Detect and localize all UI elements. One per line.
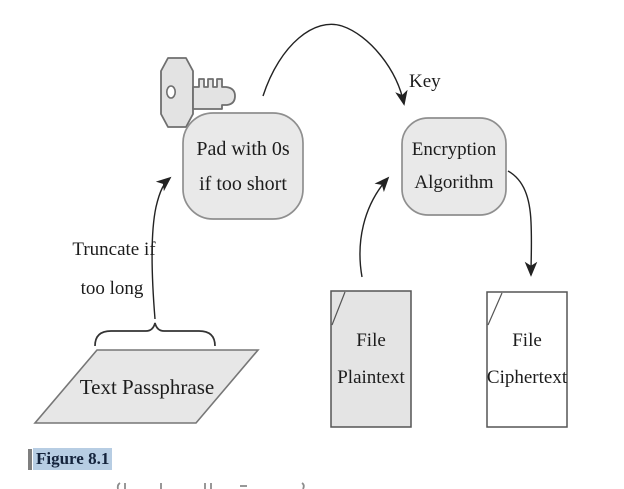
plaintext-doc: File Plaintext	[330, 290, 412, 428]
truncate-label-line1: Truncate if	[72, 239, 156, 260]
brace	[94, 322, 216, 347]
figure-caption: Figure 8.1	[28, 448, 113, 470]
key-arrow-label: Key	[409, 71, 441, 92]
ciphertext-label-line2: Ciphertext	[487, 367, 568, 388]
truncate-label-line2: too long	[81, 278, 144, 299]
ciphertext-doc: File Ciphertext	[486, 291, 568, 428]
encryption-node-label-line2: Algorithm	[414, 172, 493, 193]
plaintext-label-line2: Plaintext	[337, 367, 405, 388]
figure-caption-label: Figure 8.1	[33, 448, 113, 470]
clipped-text-fragments	[116, 482, 305, 489]
passphrase-label: Text Passphrase	[80, 375, 214, 399]
encryption-node: Encryption Algorithm	[401, 117, 507, 216]
plaintext-doc-fold	[331, 291, 346, 326]
pad-node-label-line1: Pad with 0s	[196, 138, 290, 160]
plaintext-label-line1: File	[356, 330, 386, 351]
arrow-pad-to-encryption	[262, 23, 408, 106]
arrow-plaintext-to-encryption	[359, 176, 390, 278]
pad-node-label-line2: if too short	[199, 173, 287, 195]
arrow-encryption-to-ciphertext	[507, 170, 538, 277]
pad-node: Pad with 0s if too short	[182, 112, 304, 220]
encryption-node-label-line1: Encryption	[412, 139, 497, 160]
ciphertext-label-line1: File	[512, 330, 542, 351]
key-icon	[160, 57, 236, 128]
caption-cursor-bar	[28, 448, 32, 470]
ciphertext-doc-fold	[487, 292, 503, 326]
arrow-passphrase-to-pad	[151, 176, 172, 320]
passphrase-node: Text Passphrase	[33, 349, 260, 424]
